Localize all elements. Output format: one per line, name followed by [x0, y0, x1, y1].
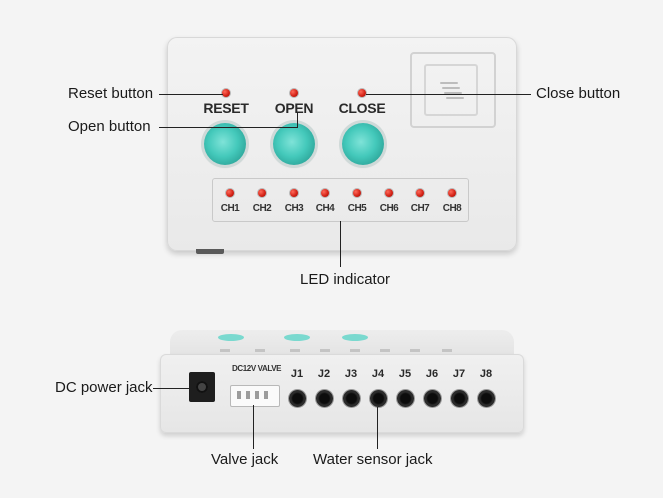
ch4-led — [321, 189, 329, 197]
ch1-led — [226, 189, 234, 197]
j1-jack — [289, 390, 306, 407]
ch7-led — [416, 189, 424, 197]
led-callout: LED indicator — [300, 271, 391, 288]
j2-jack — [316, 390, 333, 407]
valve-leader — [253, 405, 254, 449]
j4-jack — [370, 390, 387, 407]
valve-pin — [246, 391, 250, 399]
close-leader — [366, 94, 531, 95]
j3-jack — [343, 390, 360, 407]
j3-label: J3 — [344, 368, 358, 380]
reset-led — [222, 89, 230, 97]
logo-slot — [442, 87, 460, 89]
valve-jack — [230, 385, 280, 407]
close-label: CLOSE — [338, 100, 386, 116]
reset-button-side — [218, 334, 244, 341]
j5-jack — [397, 390, 414, 407]
ch5-label: CH5 — [347, 203, 367, 214]
j8-label: J8 — [479, 368, 493, 380]
open-label: OPEN — [274, 100, 314, 116]
dc-power-jack — [189, 372, 215, 402]
open-leader-vertical — [297, 112, 298, 128]
ch6-led — [385, 189, 393, 197]
valve-pin — [264, 391, 268, 399]
reset-label: RESET — [203, 100, 249, 116]
reset-callout: Reset button — [68, 85, 154, 102]
brand-logo-emboss — [410, 52, 496, 128]
logo-inner-frame — [424, 64, 478, 116]
ch6-label: CH6 — [379, 203, 399, 214]
led-leader — [340, 221, 341, 267]
ch5-led — [353, 189, 361, 197]
dc-jack-hole — [196, 381, 208, 393]
logo-slot — [440, 82, 458, 84]
reset-leader — [159, 94, 223, 95]
j8-jack — [478, 390, 495, 407]
j6-jack — [424, 390, 441, 407]
j4-label: J4 — [371, 368, 385, 380]
j2-label: J2 — [317, 368, 331, 380]
close-callout: Close button — [536, 85, 621, 102]
surface-mark — [350, 349, 360, 352]
dc-callout: DC power jack — [55, 379, 153, 396]
close-led — [358, 89, 366, 97]
j7-jack — [451, 390, 468, 407]
open-leader — [159, 127, 298, 128]
valve-pin — [237, 391, 241, 399]
ch2-led — [258, 189, 266, 197]
surface-mark — [380, 349, 390, 352]
device-foot — [196, 249, 224, 254]
j5-label: J5 — [398, 368, 412, 380]
ch3-led — [290, 189, 298, 197]
ch1-label: CH1 — [220, 203, 240, 214]
ch8-led — [448, 189, 456, 197]
surface-mark — [290, 349, 300, 352]
sensor-leader — [377, 407, 378, 449]
close-button-side — [342, 334, 368, 341]
ch8-label: CH8 — [442, 203, 462, 214]
surface-mark — [255, 349, 265, 352]
open-button-side — [284, 334, 310, 341]
surface-mark — [220, 349, 230, 352]
reset-button[interactable] — [204, 123, 246, 165]
open-callout: Open button — [68, 118, 151, 135]
surface-mark — [410, 349, 420, 352]
j7-label: J7 — [452, 368, 466, 380]
ch3-label: CH3 — [284, 203, 304, 214]
sensor-callout: Water sensor jack — [313, 451, 433, 468]
ch4-label: CH4 — [315, 203, 335, 214]
logo-slot — [444, 92, 462, 94]
valve-pin — [255, 391, 259, 399]
open-led — [290, 89, 298, 97]
valve-callout: Valve jack — [211, 451, 279, 468]
dc-leader — [153, 388, 189, 389]
logo-slot — [446, 97, 464, 99]
j6-label: J6 — [425, 368, 439, 380]
surface-mark — [442, 349, 452, 352]
valve-port-label: DC12V VALVE — [232, 364, 282, 373]
j1-label: J1 — [290, 368, 304, 380]
surface-mark — [320, 349, 330, 352]
led-indicator-panel — [212, 178, 469, 222]
ch2-label: CH2 — [252, 203, 272, 214]
close-button[interactable] — [342, 123, 384, 165]
ch7-label: CH7 — [410, 203, 430, 214]
open-button[interactable] — [273, 123, 315, 165]
